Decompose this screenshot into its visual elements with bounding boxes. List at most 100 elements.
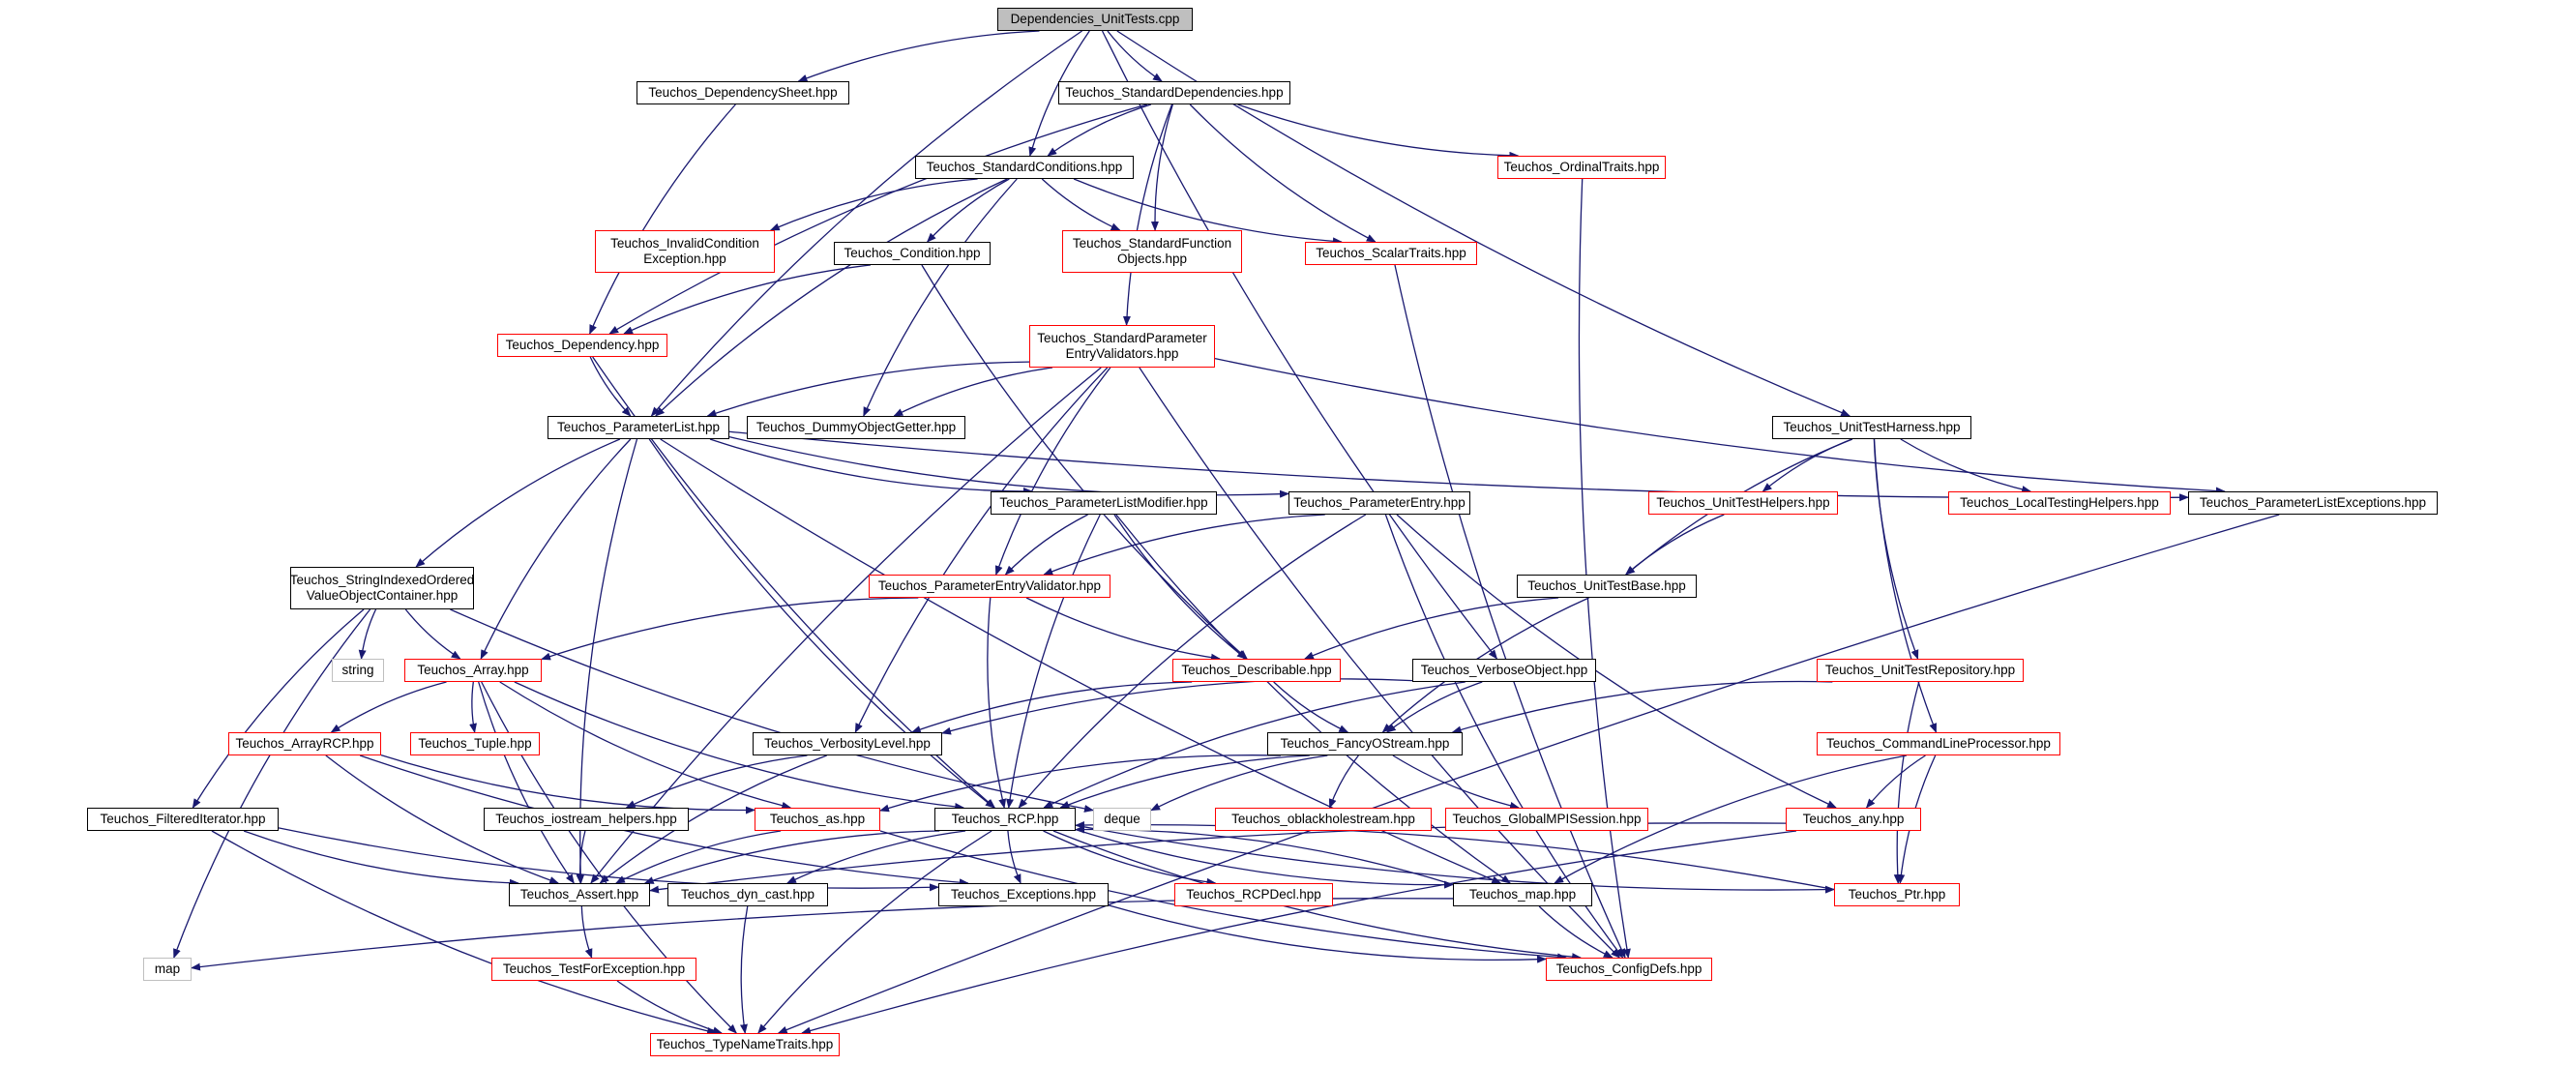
node-label: Teuchos_Exceptions.hpp [950, 887, 1097, 902]
node-label: Teuchos_ParameterListExceptions.hpp [2199, 495, 2427, 510]
node-oblackholestream-hpp[interactable]: Teuchos_oblackholestream.hpp [1215, 808, 1432, 831]
node-condition-hpp[interactable]: Teuchos_Condition.hpp [834, 242, 991, 265]
node-map-hpp[interactable]: Teuchos_map.hpp [1453, 883, 1592, 906]
node-label: Dependencies_UnitTests.cpp [1010, 12, 1180, 26]
node-commandlineprocessor-hpp[interactable]: Teuchos_CommandLineProcessor.hpp [1817, 732, 2060, 755]
node-fancyostream-hpp[interactable]: Teuchos_FancyOStream.hpp [1267, 732, 1463, 755]
node-label: Teuchos_Tuple.hpp [418, 736, 532, 751]
edge-array-to-as [499, 681, 792, 810]
edge-ordinal_traits-to-config_defs [1578, 178, 1631, 959]
edge-param_list_modifier-to-map_hpp [1115, 514, 1511, 884]
edge-param_list_modifier-to-rcp [1006, 514, 1101, 809]
node-assert-hpp[interactable]: Teuchos_Assert.hpp [509, 883, 650, 906]
edge-scalar_traits-to-config_defs [1394, 264, 1626, 959]
node-label: Teuchos_LocalTestingHelpers.hpp [1960, 495, 2159, 510]
node-iostream-helpers-hpp[interactable]: Teuchos_iostream_helpers.hpp [484, 808, 689, 831]
node-scalartraits-hpp[interactable]: Teuchos_ScalarTraits.hpp [1305, 242, 1477, 265]
node-describable-hpp[interactable]: Teuchos_Describable.hpp [1172, 659, 1341, 682]
edge-verbosity_level-to-iostream_helpers [625, 754, 808, 809]
edge-standard_dependencies-to-standard_param_validators [1122, 104, 1173, 326]
edge-standard_param_validators-to-dummy_object_getter [893, 367, 1053, 417]
node-any-hpp[interactable]: Teuchos_any.hpp [1786, 808, 1921, 831]
edge-map_hpp-to-config_defs [1538, 905, 1614, 959]
edge-param_list_exceptions-to-type_name_traits [777, 514, 2280, 1034]
edge-parameter_list-to-string_indexed [415, 438, 621, 568]
edge-parameter_entry-to-any [1396, 514, 1837, 809]
node-typenametraits-hpp[interactable]: Teuchos_TypeNameTraits.hpp [650, 1033, 840, 1056]
node-arrayrcp-hpp[interactable]: Teuchos_ArrayRCP.hpp [228, 732, 381, 755]
node-label: Teuchos_Condition.hpp [844, 246, 981, 260]
node-unittestrepository-hpp[interactable]: Teuchos_UnitTestRepository.hpp [1817, 659, 2024, 682]
node-unittesthelpers-hpp[interactable]: Teuchos_UnitTestHelpers.hpp [1648, 491, 1838, 515]
node-dependency-hpp[interactable]: Teuchos_Dependency.hpp [497, 334, 667, 357]
node-parameterlist-hpp[interactable]: Teuchos_ParameterList.hpp [548, 416, 729, 439]
node-standardparameterentryvalidators-hpp[interactable]: Teuchos_StandardParameter EntryValidator… [1029, 325, 1215, 368]
edge-command_line_processor-to-any [1865, 754, 1926, 809]
node-label: Teuchos_TypeNameTraits.hpp [656, 1037, 834, 1051]
node-string[interactable]: string [332, 659, 384, 682]
node-verbositylevel-hpp[interactable]: Teuchos_VerbosityLevel.hpp [753, 732, 942, 755]
node-label: Teuchos_CommandLineProcessor.hpp [1826, 736, 2051, 751]
node-dyn-cast-hpp[interactable]: Teuchos_dyn_cast.hpp [667, 883, 828, 906]
node-label: Teuchos_map.hpp [1468, 887, 1577, 902]
node-invalidconditionexception-hpp[interactable]: Teuchos_InvalidCondition Exception.hpp [595, 230, 775, 273]
node-unittestbase-hpp[interactable]: Teuchos_UnitTestBase.hpp [1517, 575, 1697, 598]
node-array-hpp[interactable]: Teuchos_Array.hpp [404, 659, 542, 682]
edge-dep_unit_tests-to-dependency_sheet [797, 30, 1040, 82]
edge-standard_param_validators-to-assert [590, 367, 1102, 884]
node-standardconditions-hpp[interactable]: Teuchos_StandardConditions.hpp [915, 156, 1134, 179]
edge-array-to-tuple [469, 681, 477, 733]
node-parameterentryvalidator-hpp[interactable]: Teuchos_ParameterEntryValidator.hpp [869, 575, 1110, 598]
node-parameterlistmodifier-hpp[interactable]: Teuchos_ParameterListModifier.hpp [991, 491, 1217, 515]
node-label: Teuchos_StandardParameter EntryValidator… [1037, 331, 1207, 361]
node-rcpdecl-hpp[interactable]: Teuchos_RCPDecl.hpp [1174, 883, 1333, 906]
edge-parameter_list-to-array [480, 438, 632, 660]
node-rcp-hpp[interactable]: Teuchos_RCP.hpp [934, 808, 1076, 831]
edge-standard_dependencies-to-dependency [608, 104, 1148, 335]
node-localtestinghelpers-hpp[interactable]: Teuchos_LocalTestingHelpers.hpp [1948, 491, 2171, 515]
edge-rcp-to-exceptions [1007, 830, 1022, 884]
edge-verbose_object-to-verbosity_level [941, 678, 1413, 735]
edge-unit_test_base-to-fancy_ostream [1381, 597, 1589, 733]
node-testforexception-hpp[interactable]: Teuchos_TestForException.hpp [491, 958, 696, 981]
node-label: Teuchos_ParameterList.hpp [556, 420, 721, 434]
node-ordinaltraits-hpp[interactable]: Teuchos_OrdinalTraits.hpp [1497, 156, 1666, 179]
edge-fancy_ostream-to-as [879, 754, 1281, 813]
edge-standard_conditions-to-condition [926, 178, 1010, 243]
edge-param_list_modifier-to-param_entry_validator [1004, 514, 1088, 576]
node-label: Teuchos_DummyObjectGetter.hpp [755, 420, 957, 434]
edge-rcp-to-rcp_decl [1043, 830, 1217, 886]
edge-unit_test_repository-to-ptr [1893, 681, 1920, 884]
node-configdefs-hpp[interactable]: Teuchos_ConfigDefs.hpp [1546, 958, 1712, 981]
node-as-hpp[interactable]: Teuchos_as.hpp [755, 808, 880, 831]
node-dummyobjectgetter-hpp[interactable]: Teuchos_DummyObjectGetter.hpp [747, 416, 965, 439]
edge-array_rcp-to-as [380, 754, 755, 814]
node-filterediterator-hpp[interactable]: Teuchos_FilteredIterator.hpp [87, 808, 279, 831]
node-dependencies-unittests-cpp[interactable]: Dependencies_UnitTests.cpp [997, 8, 1193, 31]
edge-parameter_list-to-param_list_modifier [709, 438, 1033, 495]
node-verboseobject-hpp[interactable]: Teuchos_VerboseObject.hpp [1412, 659, 1596, 682]
node-exceptions-hpp[interactable]: Teuchos_Exceptions.hpp [938, 883, 1109, 906]
edge-dependency-to-parameter_list [589, 356, 632, 417]
node-standarddependencies-hpp[interactable]: Teuchos_StandardDependencies.hpp [1058, 81, 1290, 104]
node-label: Teuchos_FancyOStream.hpp [1280, 736, 1450, 751]
node-parameterlistexceptions-hpp[interactable]: Teuchos_ParameterListExceptions.hpp [2188, 491, 2438, 515]
node-map[interactable]: map [143, 958, 192, 981]
node-tuple-hpp[interactable]: Teuchos_Tuple.hpp [410, 732, 540, 755]
node-label: Teuchos_Dependency.hpp [505, 338, 660, 352]
edge-string_indexed-to-deque [450, 608, 1094, 813]
node-deque[interactable]: deque [1093, 808, 1151, 831]
node-dependencysheet-hpp[interactable]: Teuchos_DependencySheet.hpp [637, 81, 849, 104]
edge-standard_conditions-to-invalid_condition [769, 178, 978, 231]
edge-condition-to-dependency [623, 264, 871, 335]
edge-rcp-to-dyn_cast [786, 830, 966, 884]
node-globalmpisession-hpp[interactable]: Teuchos_GlobalMPISession.hpp [1445, 808, 1648, 831]
edge-array-to-rcp [514, 681, 965, 811]
node-ptr-hpp[interactable]: Teuchos_Ptr.hpp [1834, 883, 1960, 906]
node-stringindexedorderedvalueobjectcontainer-hpp[interactable]: Teuchos_StringIndexedOrdered ValueObject… [290, 567, 474, 609]
node-parameterentry-hpp[interactable]: Teuchos_ParameterEntry.hpp [1288, 491, 1470, 515]
node-standardfunctionobjects-hpp[interactable]: Teuchos_StandardFunction Objects.hpp [1062, 230, 1242, 273]
edge-standard_dependencies-to-ordinal_traits [1237, 104, 1520, 160]
node-unittestharness-hpp[interactable]: Teuchos_UnitTestHarness.hpp [1772, 416, 1971, 439]
edge-as-to-config_defs [879, 830, 1568, 961]
